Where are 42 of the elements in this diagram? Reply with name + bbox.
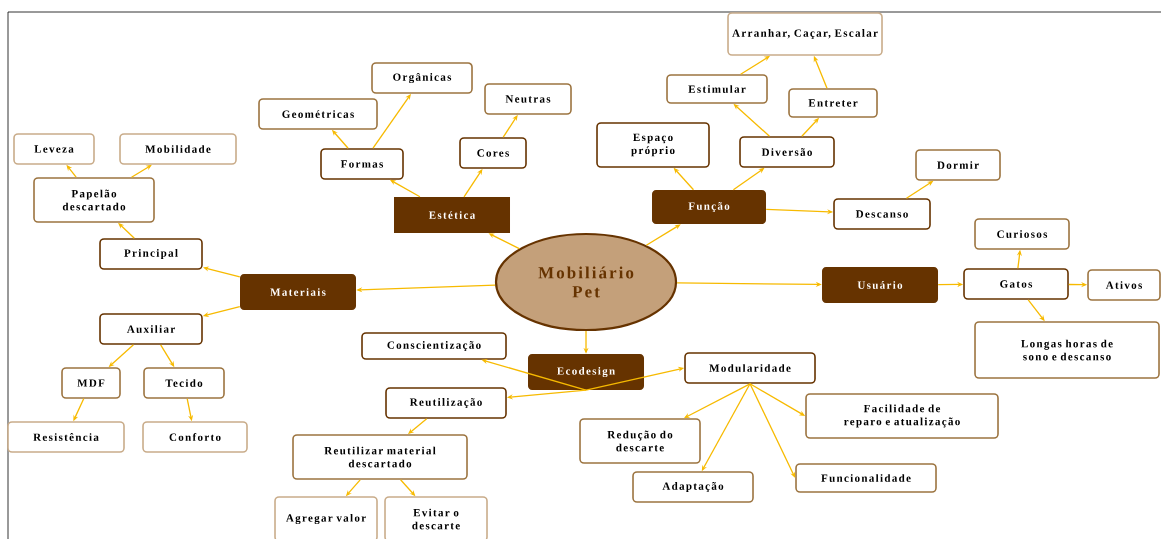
arrow xyxy=(645,224,681,246)
topic-box: Diversão xyxy=(739,136,835,168)
topic-box: Principal xyxy=(99,238,203,270)
topic-box: Cores xyxy=(459,137,527,169)
category-box: Ecodesign xyxy=(528,354,644,390)
detail-box: Agregar valor xyxy=(274,496,378,539)
arrow xyxy=(749,383,796,478)
detail-box: Leveza xyxy=(13,133,95,165)
subtopic-box: Adaptação xyxy=(632,471,754,503)
category-box: Usuário xyxy=(822,267,938,303)
subtopic-box: MDF xyxy=(61,367,121,399)
detail-box: Mobilidade xyxy=(119,133,237,165)
subtopic-box: Facilidade de reparo e atualização xyxy=(805,393,999,439)
topic-box: Espaço próprio xyxy=(596,122,710,168)
category-box: Estética xyxy=(394,197,510,233)
detail-box: Arranhar, Caçar, Escalar xyxy=(727,12,883,56)
subtopic-box: Curiosos xyxy=(974,218,1070,250)
topic-box: Modularidade xyxy=(684,352,816,384)
detail-box: Resistência xyxy=(7,421,125,453)
subtopic-box: Longas horas de sono e descanso xyxy=(974,321,1160,379)
subtopic-box: Entreter xyxy=(788,88,878,118)
subtopic-box: Reutilizar material descartado xyxy=(292,434,468,480)
topic-box: Descanso xyxy=(833,198,931,230)
subtopic-box: Papelão descartado xyxy=(33,177,155,223)
subtopic-box: Funcionalidade xyxy=(795,463,937,493)
topic-box: Formas xyxy=(320,148,404,180)
subtopic-box: Dormir xyxy=(915,149,1001,181)
topic-box: Gatos xyxy=(963,268,1069,300)
subtopic-box: Redução do descarte xyxy=(579,418,701,464)
topic-box: Conscientização xyxy=(361,332,507,360)
subtopic-box: Tecido xyxy=(143,367,225,399)
category-box: Função xyxy=(652,190,766,224)
subtopic-box: Estimular xyxy=(666,74,768,104)
subtopic-box: Orgânicas xyxy=(371,62,473,94)
subtopic-box: Neutras xyxy=(484,83,572,115)
topic-box: Reutilização xyxy=(385,387,507,419)
detail-box: Conforto xyxy=(142,421,248,453)
category-box: Materiais xyxy=(240,274,356,310)
detail-box: Evitar o descarte xyxy=(384,496,488,539)
subtopic-box: Ativos xyxy=(1087,269,1161,301)
topic-box: Auxiliar xyxy=(99,313,203,345)
subtopic-box: Geométricas xyxy=(258,98,378,130)
